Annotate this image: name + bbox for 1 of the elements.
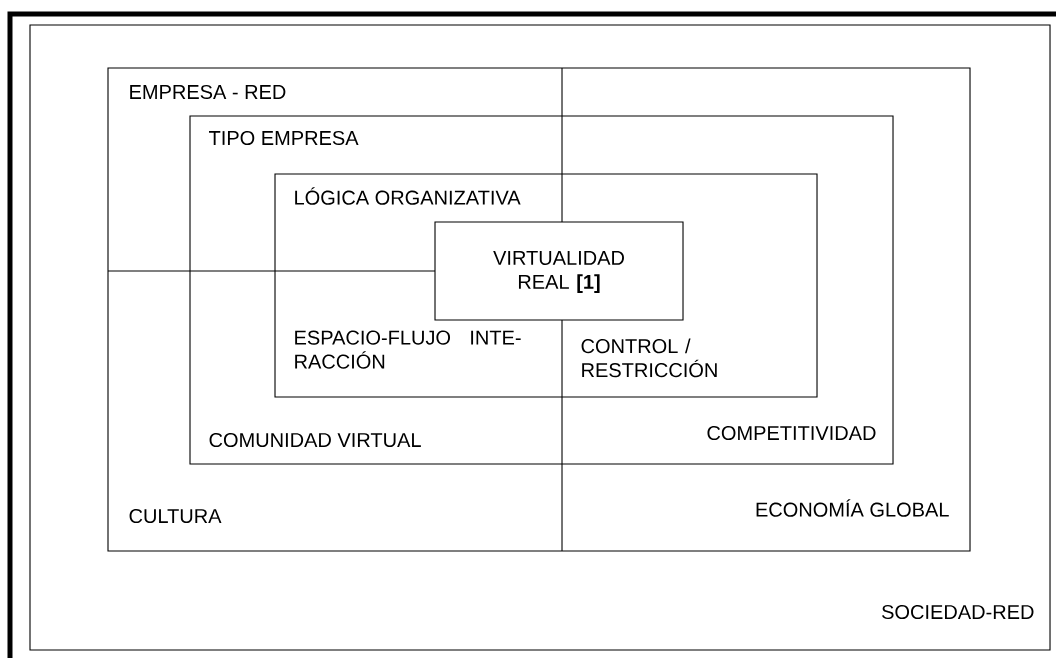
nested-box: VIRTUALIDAD REAL [1] <box>434 221 684 321</box>
